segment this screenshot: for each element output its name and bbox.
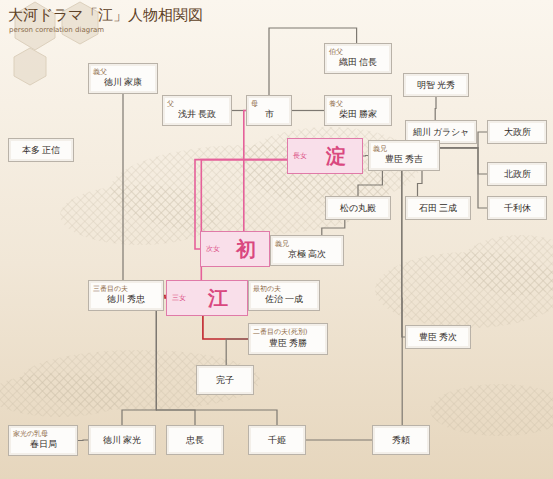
relation-label: 長女	[293, 151, 307, 161]
person-name: 豊臣 秀次	[406, 331, 470, 344]
relation-line	[306, 439, 372, 440]
person-name: 豊臣 秀吉	[369, 153, 439, 166]
sister-box: 次女初	[200, 231, 270, 267]
person-box: 完子	[196, 365, 254, 395]
relation-line	[78, 439, 88, 441]
relation-label: 家光の乳母	[13, 429, 48, 439]
person-name: 徳川 家光	[89, 434, 155, 447]
relation-label: 義父	[93, 67, 107, 77]
relation-label: 父	[167, 99, 174, 109]
person-name: 浅井 長政	[163, 108, 231, 121]
person-name: 千利休	[488, 202, 546, 215]
person-box: 本多 正信	[8, 138, 74, 162]
person-name: 石田 三成	[406, 202, 470, 215]
relation-line	[244, 111, 246, 232]
person-name: 明智 光秀	[404, 79, 468, 92]
relation-label: 母	[251, 99, 258, 109]
relation-label: 伯父	[329, 47, 343, 57]
relation-line	[322, 220, 345, 235]
person-name: 徳川 家康	[89, 76, 157, 89]
person-name: 織田 信長	[325, 56, 391, 69]
person-name: 市	[247, 108, 291, 121]
person-box: 養父柴田 勝家	[324, 95, 392, 126]
person-box: 大政所	[487, 120, 547, 144]
person-name: 忠長	[167, 434, 223, 447]
relation-line	[358, 171, 382, 196]
person-name: 豊臣 秀勝	[249, 337, 327, 350]
relation-label: 義兄	[275, 239, 289, 249]
person-box: 義兄豊臣 秀吉	[368, 140, 440, 171]
person-box: 秀頼	[372, 425, 430, 455]
person-name: 大政所	[488, 126, 546, 139]
person-box: 母市	[246, 95, 292, 126]
person-name: 松の丸殿	[326, 202, 390, 215]
person-box: 義父徳川 家康	[88, 63, 158, 94]
person-box: 千利休	[487, 196, 547, 220]
relation-label: 養父	[329, 99, 343, 109]
relation-line	[440, 148, 487, 174]
person-box: 義兄京極 高次	[270, 235, 344, 266]
relation-label: 次女	[206, 244, 220, 254]
person-name: 徳川 秀忠	[89, 293, 163, 306]
diagram-title: 大河ドラマ「江」人物相関図	[8, 6, 203, 25]
relation-line	[418, 171, 423, 196]
relation-label: 三女	[172, 293, 186, 303]
relation-label: 二番目の夫(死別)	[253, 327, 307, 337]
person-name: 京極 高次	[271, 248, 343, 261]
person-box: 三番目の夫徳川 秀忠	[88, 280, 164, 311]
relation-line	[226, 339, 248, 365]
person-box: 家光の乳母春日局	[8, 425, 78, 456]
person-name: 春日局	[9, 438, 77, 451]
relation-line	[122, 311, 156, 425]
person-box: 父浅井 長政	[162, 95, 232, 126]
person-box: 石田 三成	[405, 196, 471, 220]
person-box: 徳川 家光	[88, 425, 156, 455]
person-name: 細川 ガラシャ	[406, 126, 476, 139]
person-box: 二番目の夫(死別)豊臣 秀勝	[248, 323, 328, 355]
person-name: 佐治 一成	[249, 293, 319, 306]
person-name: 秀頼	[373, 434, 429, 447]
person-name: 淀	[310, 143, 362, 170]
relation-label: 義兄	[373, 144, 387, 154]
relation-line	[401, 171, 403, 425]
sister-box: 長女淀	[287, 138, 363, 174]
relation-label: 最初の夫	[253, 284, 281, 294]
relation-line	[122, 94, 123, 280]
person-box: 北政所	[487, 162, 547, 186]
person-box: 最初の夫佐治 一成	[248, 280, 320, 311]
person-name: 完子	[197, 374, 253, 387]
person-name: 初	[223, 236, 269, 263]
person-box: 明智 光秀	[403, 73, 469, 97]
sister-box: 三女江	[166, 280, 248, 316]
relation-line	[156, 311, 195, 425]
person-name: 本多 正信	[9, 144, 73, 157]
person-box: 豊臣 秀次	[405, 325, 471, 349]
person-box: 松の丸殿	[325, 196, 391, 220]
person-name: 千姫	[249, 434, 305, 447]
person-name: 江	[189, 285, 247, 312]
person-box: 千姫	[248, 425, 306, 455]
relation-line	[203, 316, 248, 339]
person-name: 北政所	[488, 168, 546, 181]
relation-line	[292, 110, 324, 111]
subtitle-label: person correlation diagram	[9, 26, 104, 34]
relation-label: 三番目の夫	[93, 284, 128, 294]
person-box: 伯父織田 信長	[324, 43, 392, 74]
relation-line	[435, 97, 437, 120]
person-box: 忠長	[166, 425, 224, 455]
person-name: 柴田 勝家	[325, 108, 391, 121]
